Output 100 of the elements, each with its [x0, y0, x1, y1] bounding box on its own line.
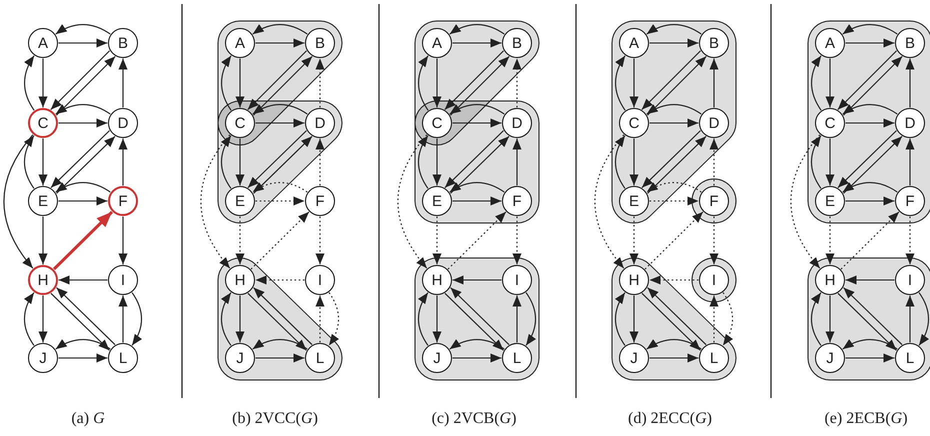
- dotted-arrow: [826, 216, 834, 264]
- arrow: [846, 276, 894, 284]
- vertex-circle: E: [28, 186, 58, 216]
- arrow: [247, 50, 307, 110]
- arrow: [630, 296, 638, 342]
- arrow: [24, 55, 35, 111]
- vertex-circle: F: [895, 186, 925, 216]
- arrow: [843, 136, 902, 194]
- vertex-circle: L: [699, 343, 729, 373]
- dotted-arrow: [650, 196, 698, 206]
- arrow: [38, 58, 48, 108]
- vertex-circle: B: [895, 28, 925, 58]
- arrow: [641, 50, 701, 110]
- arrow: [24, 292, 34, 346]
- vertex-circle: A: [422, 28, 452, 58]
- vertex-circle: C: [225, 108, 255, 138]
- panel-caption: (c) 2VCB(G): [430, 410, 518, 428]
- vertex-circle: I: [108, 265, 138, 295]
- dotted-arrow: [448, 212, 506, 270]
- vertex-circle: H: [225, 265, 255, 295]
- panel-caption: (b) 2VCC(G): [231, 410, 319, 428]
- arrow: [444, 130, 504, 188]
- arrow: [248, 292, 307, 351]
- arrow: [38, 216, 48, 264]
- arrow: [826, 58, 834, 108]
- vertex-circle: B: [502, 28, 532, 58]
- arrow: [418, 55, 429, 111]
- dotted-arrow: [200, 134, 230, 269]
- vertex-circle: E: [815, 186, 845, 216]
- dotted-arrow: [790, 134, 820, 269]
- arrow: [846, 354, 894, 362]
- dotted-arrow: [710, 296, 718, 342]
- arrow: [449, 182, 505, 193]
- vertex-circle: D: [895, 108, 925, 138]
- vertex-circle: F: [502, 186, 532, 216]
- arrow: [118, 296, 128, 342]
- arrow: [630, 138, 638, 186]
- dotted-arrow: [397, 134, 428, 269]
- arrow: [843, 287, 902, 346]
- vertex-circle: B: [699, 28, 729, 58]
- vertex-circle: F: [305, 186, 335, 216]
- arrow: [253, 287, 312, 346]
- arrow: [452, 276, 502, 284]
- vertex-circle: F: [108, 186, 138, 216]
- vertex-circle: E: [225, 186, 255, 216]
- arrow: [3, 134, 34, 269]
- arrow: [512, 296, 522, 342]
- dotted-arrow: [316, 58, 324, 108]
- vertex-circle: J: [225, 343, 255, 373]
- vertex-circle: L: [895, 343, 925, 373]
- arrow: [906, 296, 914, 342]
- arrow: [452, 354, 502, 362]
- arrow: [58, 276, 108, 284]
- arrow: [615, 55, 626, 111]
- dotted-arrow: [432, 216, 442, 264]
- vertex-circle: I: [305, 265, 335, 295]
- dotted-arrow: [328, 292, 340, 346]
- arrow: [253, 136, 312, 194]
- arrow: [418, 292, 428, 346]
- arrow: [252, 104, 308, 115]
- component-region: [218, 258, 342, 380]
- vertex-circle: A: [225, 28, 255, 58]
- vertex-circle: C: [422, 108, 452, 138]
- arrow: [647, 287, 706, 346]
- vertex-circle: J: [28, 343, 58, 373]
- arrow: [918, 292, 930, 346]
- arrow: [647, 56, 707, 116]
- arrow: [256, 38, 304, 48]
- arrow: [132, 292, 142, 346]
- arrow: [846, 196, 894, 206]
- arrow: [450, 136, 510, 194]
- arrow: [647, 136, 706, 194]
- arrow: [452, 118, 502, 128]
- arrow: [811, 55, 822, 111]
- arrow: [450, 287, 510, 346]
- arrow: [646, 104, 702, 115]
- component-region: [808, 21, 930, 223]
- dotted-arrow: [840, 212, 900, 270]
- dotted-arrow: [644, 212, 704, 270]
- arrow: [450, 56, 510, 116]
- panel-caption: (d) 2ECC(G): [627, 410, 713, 428]
- arrow: [55, 104, 111, 115]
- arrow: [55, 182, 111, 193]
- vertex-circle: D: [108, 108, 138, 138]
- arrow: [837, 50, 897, 110]
- arrow: [38, 296, 48, 342]
- vertex-circle: J: [815, 343, 845, 373]
- dotted-arrow: [256, 196, 304, 206]
- arrow: [614, 135, 626, 189]
- dotted-arrow: [630, 216, 638, 264]
- arrow: [432, 58, 442, 108]
- arrow: [452, 38, 502, 48]
- dotted-arrow: [650, 276, 698, 284]
- arrow: [418, 135, 428, 189]
- vertex-circle: J: [422, 343, 452, 373]
- arrow: [252, 339, 308, 350]
- panel-caption: (e) 2ECB(G): [823, 410, 909, 428]
- dotted-arrow: [906, 216, 914, 264]
- panel-caption: (a) G: [70, 410, 106, 428]
- vertex-circle: L: [305, 343, 335, 373]
